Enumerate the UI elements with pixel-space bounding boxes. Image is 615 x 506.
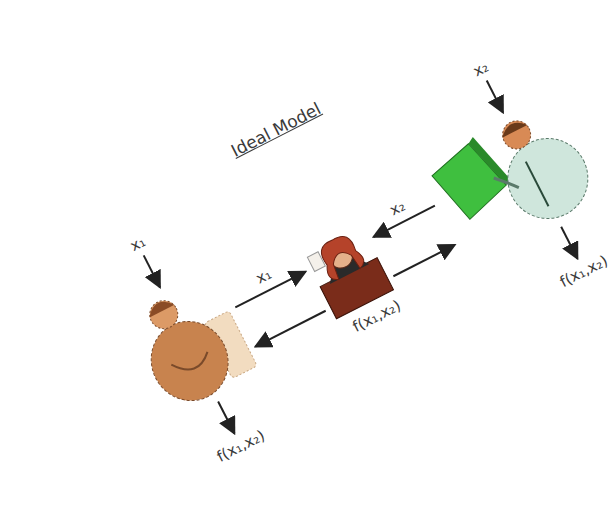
judge-wig: [315, 231, 367, 282]
formula-label: x₁: [127, 232, 148, 255]
person-head: [145, 296, 183, 334]
party-figure: x₁f(x₁,x₂): [113, 266, 265, 423]
input-arrow: [144, 255, 160, 287]
person-arm: [494, 170, 519, 196]
formula-label: f(x₁,x₂): [214, 426, 268, 465]
formula-label: x₂: [470, 58, 491, 81]
person-arm: [171, 347, 211, 377]
message-label: x₁: [253, 265, 274, 288]
output-arrow: [561, 227, 577, 259]
message-arrow: [255, 311, 325, 347]
message-label: x₂: [387, 197, 408, 220]
person-head: [498, 116, 536, 154]
judge-paper: [307, 252, 325, 272]
diagram-stage: Ideal Modelx₁f(x₁,x₂)f(x₁,x₂)x₂f(x₁,x₂)x…: [27, 0, 615, 506]
formula-label: f(x₁,x₂): [557, 252, 611, 291]
person-tie: [526, 162, 549, 207]
input-arrow: [487, 81, 503, 113]
output-arrow: [218, 401, 234, 433]
illustration: [27, 0, 615, 506]
person-hair: [499, 118, 528, 138]
connector-layer: [27, 0, 615, 506]
party-figure: x₂f(x₁,x₂): [416, 89, 613, 269]
person-hair: [145, 297, 174, 318]
party-figure: f(x₁,x₂): [302, 227, 396, 321]
diagram-title: Ideal Model: [228, 98, 324, 160]
message-arrow: [393, 245, 454, 276]
formula-label: f(x₁,x₂): [350, 296, 404, 335]
